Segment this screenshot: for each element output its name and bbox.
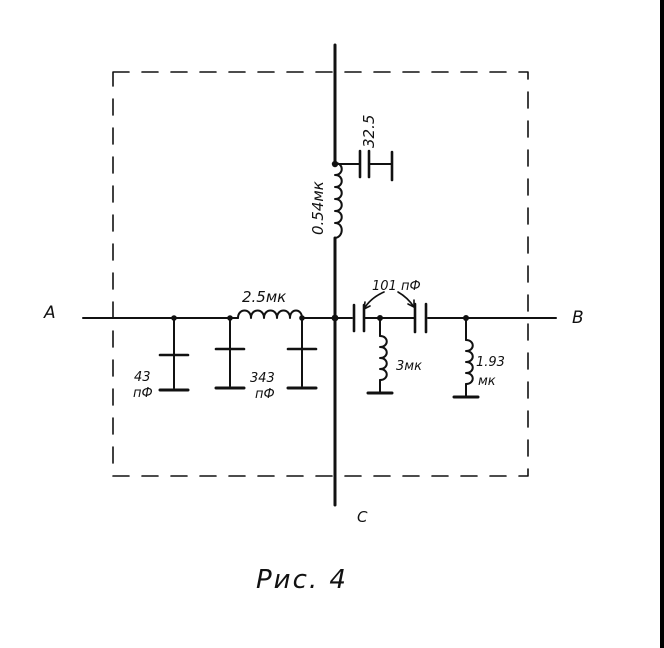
dashed-enclosure	[112, 71, 529, 477]
ind-top-label: 0.54мк	[309, 181, 327, 235]
port-c-label: C	[357, 508, 368, 526]
inductor-left-series	[237, 309, 303, 319]
cap-top-label: 32.5	[360, 115, 378, 148]
scan-edge	[660, 0, 664, 648]
inductor-right-1	[379, 335, 388, 381]
node-center	[331, 314, 339, 322]
cap-left-1-unit: пФ	[133, 386, 153, 401]
label-arrow-right	[397, 291, 415, 308]
ind-right-1-label: 3мк	[396, 359, 422, 374]
port-b-label: B	[572, 308, 584, 328]
inductor-top	[334, 162, 343, 239]
label-arrow-left-head	[363, 301, 371, 310]
label-arrow-left	[363, 291, 385, 310]
label-arrow-right-head	[407, 299, 415, 308]
cap-left-1-value: 43	[134, 370, 151, 385]
ind-left-series-label: 2.5мк	[242, 288, 286, 306]
cap-left-2-unit: пФ	[255, 387, 275, 402]
ind-right-2-unit: мк	[478, 374, 496, 389]
figure-caption: Рис. 4	[256, 565, 348, 595]
cap-right-pair-label: 101 пФ	[372, 279, 421, 294]
ind-right-2-value: 1.93	[476, 355, 505, 370]
port-a-label: A	[43, 303, 56, 323]
inductor-right-2	[465, 339, 474, 385]
cap-left-2-value: 343	[250, 371, 275, 386]
